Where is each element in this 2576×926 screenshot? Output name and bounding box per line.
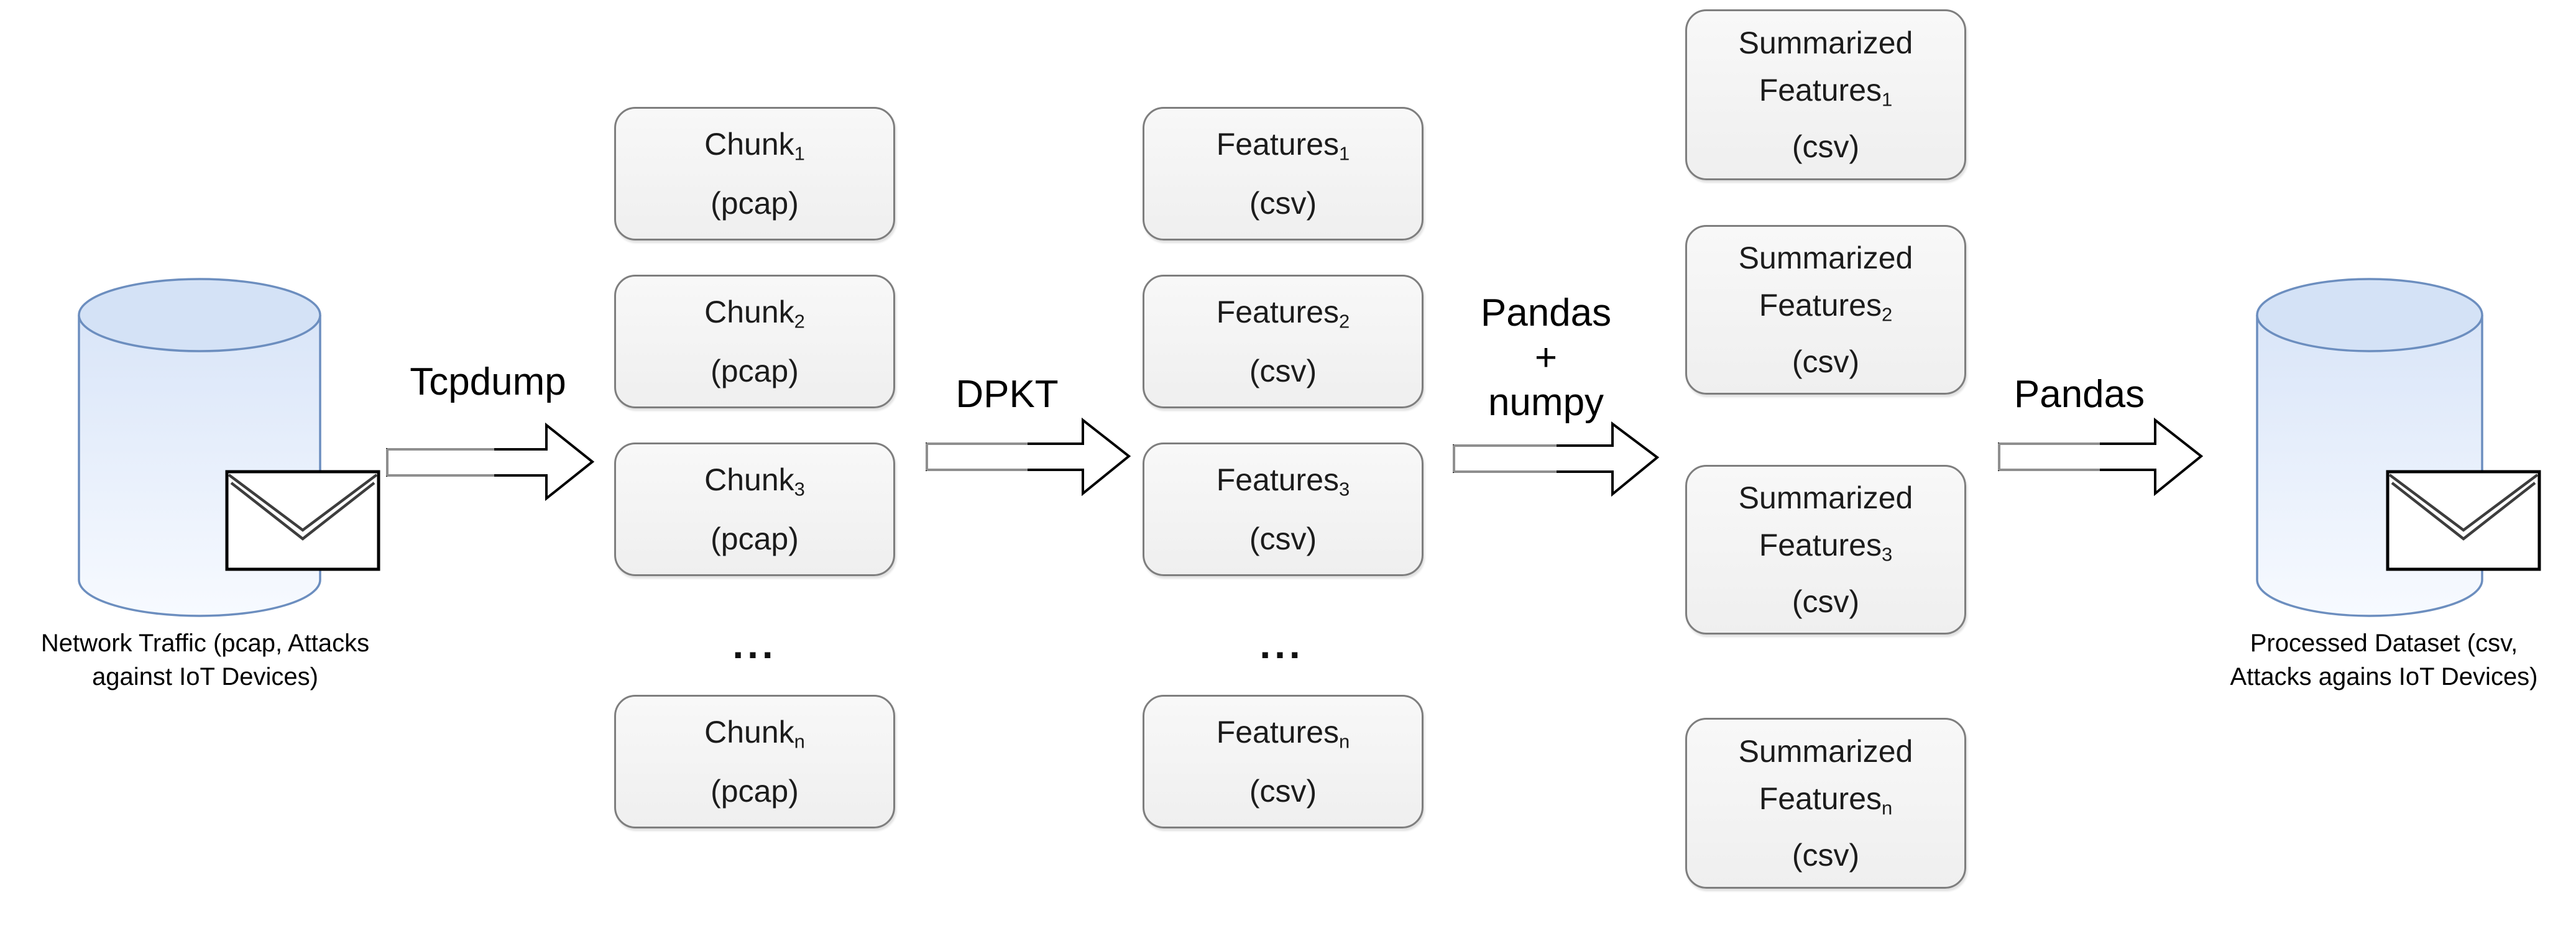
features-3-box: Features3 (csv) [1143,442,1424,576]
box-format: (csv) [1792,129,1860,165]
pandas-numpy-label-line2: + [1534,336,1558,379]
box-format: (csv) [1249,186,1317,221]
features-n-box: Featuresn (csv) [1143,695,1424,828]
box-label-line1: Summarized [1738,240,1913,275]
box-format: (csv) [1792,344,1860,380]
summarized-features-n-box: Summarized Featuresn (csv) [1685,718,1966,889]
box-label: Features3 [1216,462,1350,500]
features-1-box: Features1 (csv) [1143,107,1424,241]
chunk-n-box: Chunkn (pcap) [614,695,895,828]
sink-node-label: Processed Dataset (csv, Attacks agains I… [2194,626,2574,694]
envelope-icon [2386,470,2541,571]
block-arrow-icon [1998,418,2204,497]
box-label: Chunk3 [704,462,805,500]
box-label-line1: Summarized [1738,480,1913,515]
box-label: Chunk1 [704,126,805,165]
box-label: Features3 [1759,527,1893,566]
box-label: Featuresn [1759,781,1893,819]
sink-label-line2: Attacks agains IoT Devices) [2230,663,2538,690]
tcpdump-label-text: Tcpdump [410,360,566,403]
pandas-label-text: Pandas [2013,373,2145,416]
box-label: Features1 [1216,126,1350,165]
box-label: Features1 [1759,72,1893,111]
summarized-features-1-box: Summarized Features1 (csv) [1685,9,1966,180]
box-format: (csv) [1792,838,1860,873]
box-format: (csv) [1249,354,1317,389]
dpkt-label-text: DPKT [955,373,1059,416]
source-label-line1: Network Traffic (pcap, Attacks [40,630,370,657]
source-label-line2: against IoT Devices) [92,663,318,690]
features-ellipsis: ... [1259,622,1304,667]
box-label: Chunk2 [704,294,805,332]
box-format: (csv) [1249,774,1317,809]
chunk-ellipsis: ... [732,622,777,667]
arrow-label-pandas-numpy: Pandas + numpy [1440,291,1652,425]
box-label: Features2 [1216,294,1350,332]
arrow-label-dpkt: DPKT [901,372,1113,418]
arrow-label-pandas: Pandas [1974,372,2185,418]
box-label: Features2 [1759,287,1893,326]
block-arrow-icon [926,418,1131,497]
chunk-2-box: Chunk2 (pcap) [614,275,895,408]
envelope-icon [225,470,380,571]
chunk-1-box: Chunk1 (pcap) [614,107,895,241]
box-format: (pcap) [711,521,799,557]
sink-label-line1: Processed Dataset (csv, [2250,630,2518,657]
arrow-label-tcpdump: Tcpdump [379,359,597,405]
chunk-3-box: Chunk3 (pcap) [614,442,895,576]
source-node-label: Network Traffic (pcap, Attacks against I… [9,626,401,694]
block-arrow-icon [386,422,595,502]
pandas-numpy-label-line3: numpy [1488,381,1604,424]
box-format: (pcap) [711,354,799,389]
pandas-numpy-label-line1: Pandas [1480,291,1612,334]
box-format: (pcap) [711,774,799,809]
box-format: (csv) [1792,584,1860,620]
features-2-box: Features2 (csv) [1143,275,1424,408]
block-arrow-icon [1453,421,1660,497]
box-format: (pcap) [711,186,799,221]
summarized-features-3-box: Summarized Features3 (csv) [1685,465,1966,635]
box-label: Featuresn [1216,714,1350,753]
box-label-line1: Summarized [1738,25,1913,60]
box-label: Chunkn [704,714,805,753]
box-format: (csv) [1249,521,1317,557]
box-label-line1: Summarized [1738,733,1913,769]
summarized-features-2-box: Summarized Features2 (csv) [1685,225,1966,395]
